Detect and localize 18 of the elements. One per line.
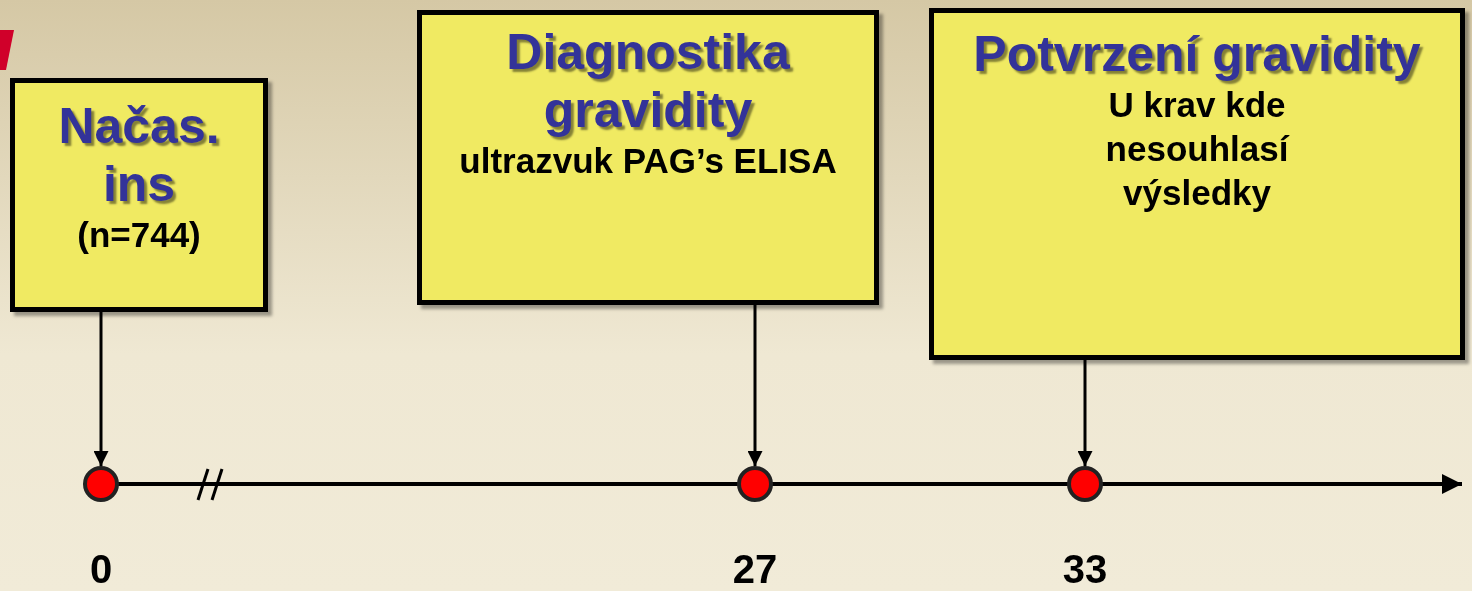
timeline-point <box>83 466 119 502</box>
event-title: Diagnostika gravidity <box>505 23 791 139</box>
timeline-point <box>737 466 773 502</box>
event-note: U krav kde nesouhlasí výsledky <box>1104 84 1291 214</box>
event-title: Načas. ins <box>57 97 221 213</box>
day-number: 0 <box>88 547 114 591</box>
arrow <box>93 312 109 466</box>
event-box <box>10 78 268 312</box>
arrow <box>1077 360 1093 466</box>
event-box <box>929 8 1465 360</box>
arrow <box>747 305 763 466</box>
event-title: Potvrzení gravidity <box>973 25 1421 83</box>
day-number: 27 <box>731 547 779 591</box>
event-note: ultrazvuk PAG’s ELISA <box>459 140 837 182</box>
day-number: 33 <box>1061 547 1109 591</box>
event-note: (n=744) <box>77 214 201 256</box>
event-box <box>417 10 879 305</box>
timeline-point <box>1067 466 1103 502</box>
